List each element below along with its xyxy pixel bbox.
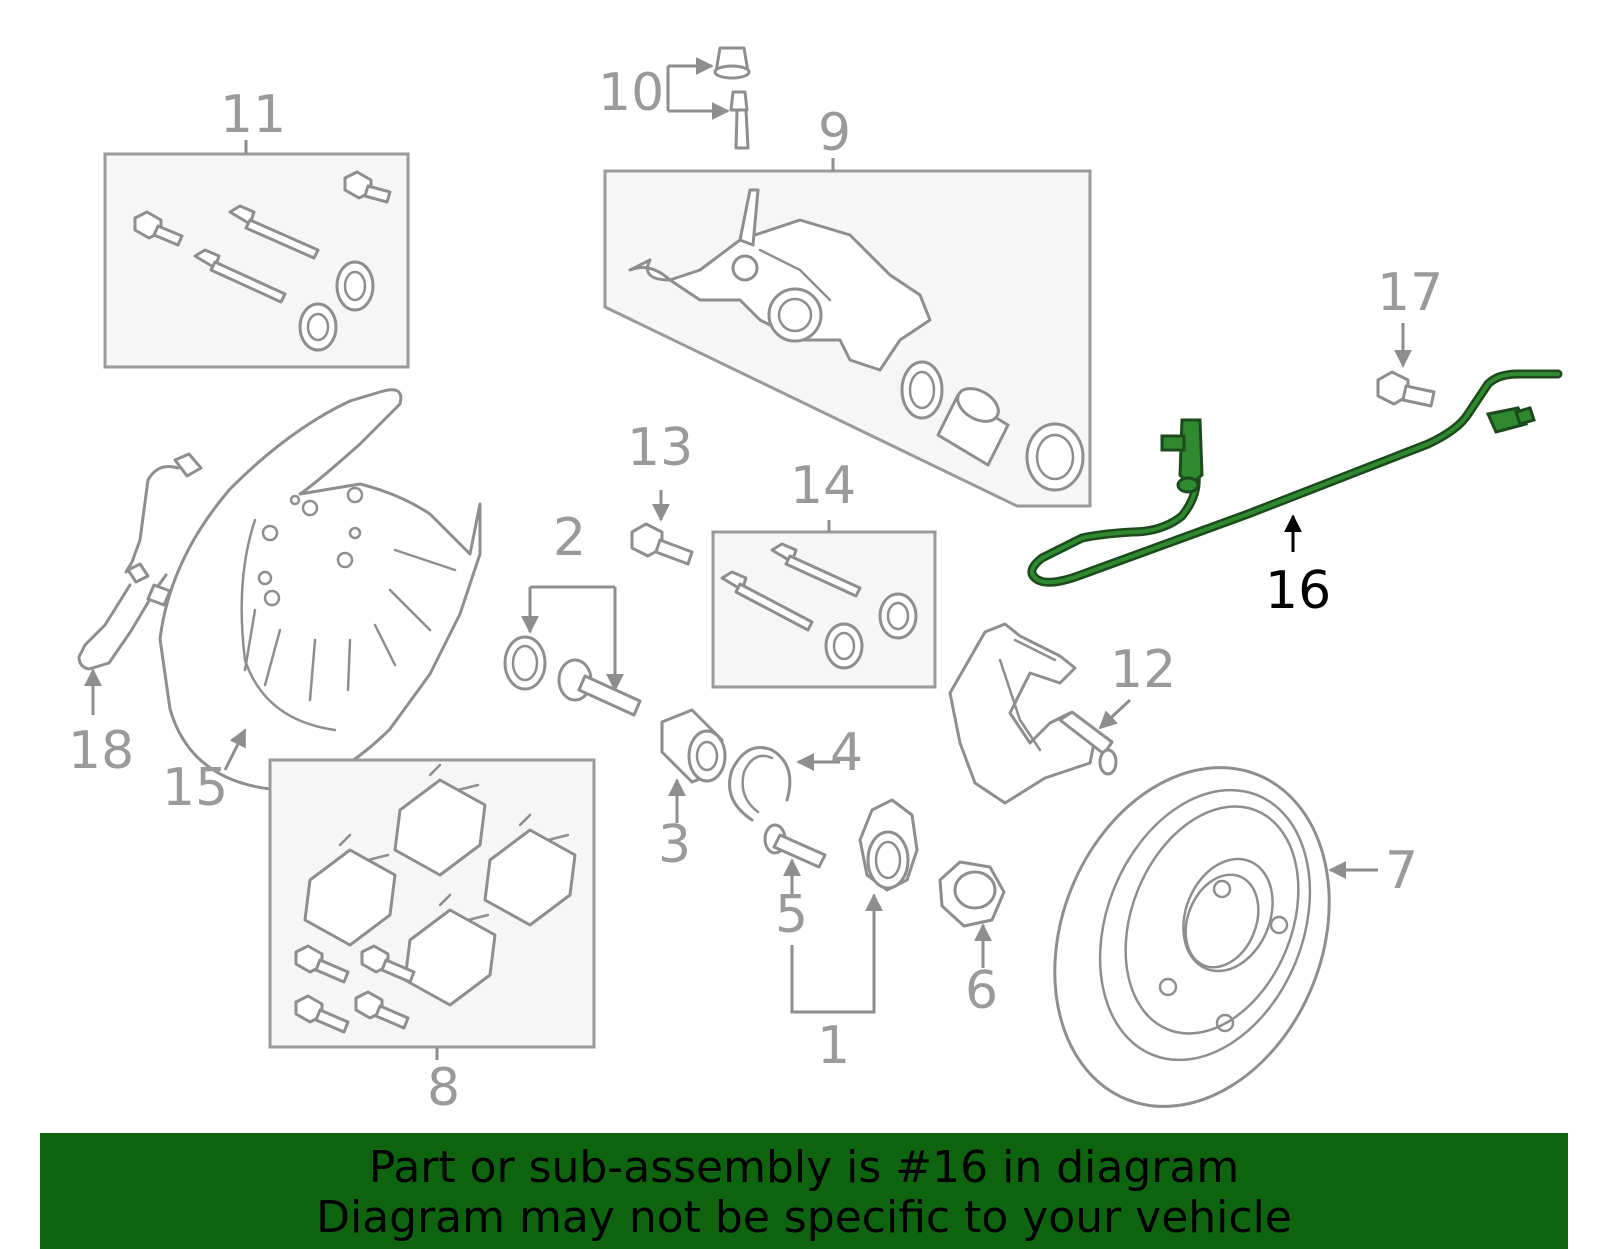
brake-pad-icon	[303, 833, 397, 947]
callout-9: 9	[818, 103, 851, 163]
callout-1: 1	[817, 1016, 850, 1076]
dust-boot-icon	[298, 302, 338, 352]
callout-4: 4	[830, 723, 863, 783]
callout-8: 8	[427, 1058, 460, 1118]
kit-box-14	[711, 520, 937, 689]
caliper-bracket-part-12	[948, 622, 1132, 805]
bolt-icon	[133, 210, 184, 247]
sensor-head-icon	[1160, 418, 1204, 494]
pad-kit-box-8	[268, 758, 596, 1060]
snap-ring-part-4	[728, 746, 840, 822]
guide-pin-icon	[770, 542, 862, 598]
callout-12: 12	[1110, 640, 1176, 700]
bolt-part-13	[630, 490, 694, 566]
callout-14: 14	[790, 456, 856, 516]
callout-3: 3	[658, 815, 691, 875]
harness-part-18	[77, 452, 203, 715]
callout-15: 15	[162, 758, 228, 818]
caliper-housing-icon	[628, 188, 932, 372]
callout-18: 18	[68, 721, 134, 781]
banner-line-disclaimer: Diagram may not be specific to your vehi…	[316, 1192, 1292, 1243]
bolt-icon	[360, 944, 416, 984]
bleeder-screw-icon	[729, 90, 750, 150]
guide-pin-icon	[228, 204, 320, 260]
bolt-icon	[294, 944, 350, 984]
bleeder-cap-icon	[713, 46, 751, 80]
callout-6: 6	[965, 961, 998, 1021]
callout-5: 5	[775, 885, 808, 945]
callout-2: 2	[553, 508, 586, 568]
callout-13: 13	[627, 418, 693, 478]
callout-10: 10	[598, 63, 664, 123]
caliper-box-9	[603, 158, 1092, 508]
bolt-icon	[343, 170, 392, 204]
hub-part-1	[790, 798, 919, 1014]
dust-boot-icon	[335, 260, 375, 312]
callout-7: 7	[1385, 841, 1418, 901]
wheel-speed-sensor-part-16	[1027, 369, 1563, 587]
wheel-stud-part-5	[763, 823, 827, 895]
piston-boot-icon	[1025, 422, 1085, 492]
banner-line-part: Part or sub-assembly is #16 in diagram	[368, 1142, 1240, 1193]
guide-pin-part-2	[503, 585, 642, 717]
brake-pad-icon	[393, 763, 487, 877]
callout-16: 16	[1265, 561, 1331, 621]
bolt-part-17	[1376, 323, 1436, 408]
piston-seal-icon	[900, 360, 944, 420]
piston-icon	[936, 387, 1010, 467]
sensor-connector-icon	[1485, 406, 1536, 434]
info-banner: Part or sub-assembly is #16 in diagram D…	[40, 1133, 1568, 1249]
hub-nut-part-6	[938, 860, 1006, 968]
guide-pin-icon	[557, 658, 642, 717]
callout-11: 11	[220, 85, 286, 145]
dust-boot-icon	[824, 622, 864, 670]
bushing-part-3	[660, 708, 727, 823]
kit-box-11	[103, 140, 410, 369]
guide-pin-icon	[193, 248, 287, 304]
seal-ring-icon	[503, 635, 547, 691]
dust-boot-icon	[878, 592, 918, 640]
guide-pin-icon	[720, 570, 814, 632]
dust-shield-part-15	[158, 388, 482, 791]
callout-17: 17	[1377, 263, 1443, 323]
bolt-icon	[354, 990, 410, 1030]
bolt-icon	[294, 994, 350, 1034]
brake-rotor-part-7	[1053, 766, 1378, 1108]
brake-pad-icon	[483, 813, 577, 927]
bleeder-part-10	[666, 46, 751, 150]
